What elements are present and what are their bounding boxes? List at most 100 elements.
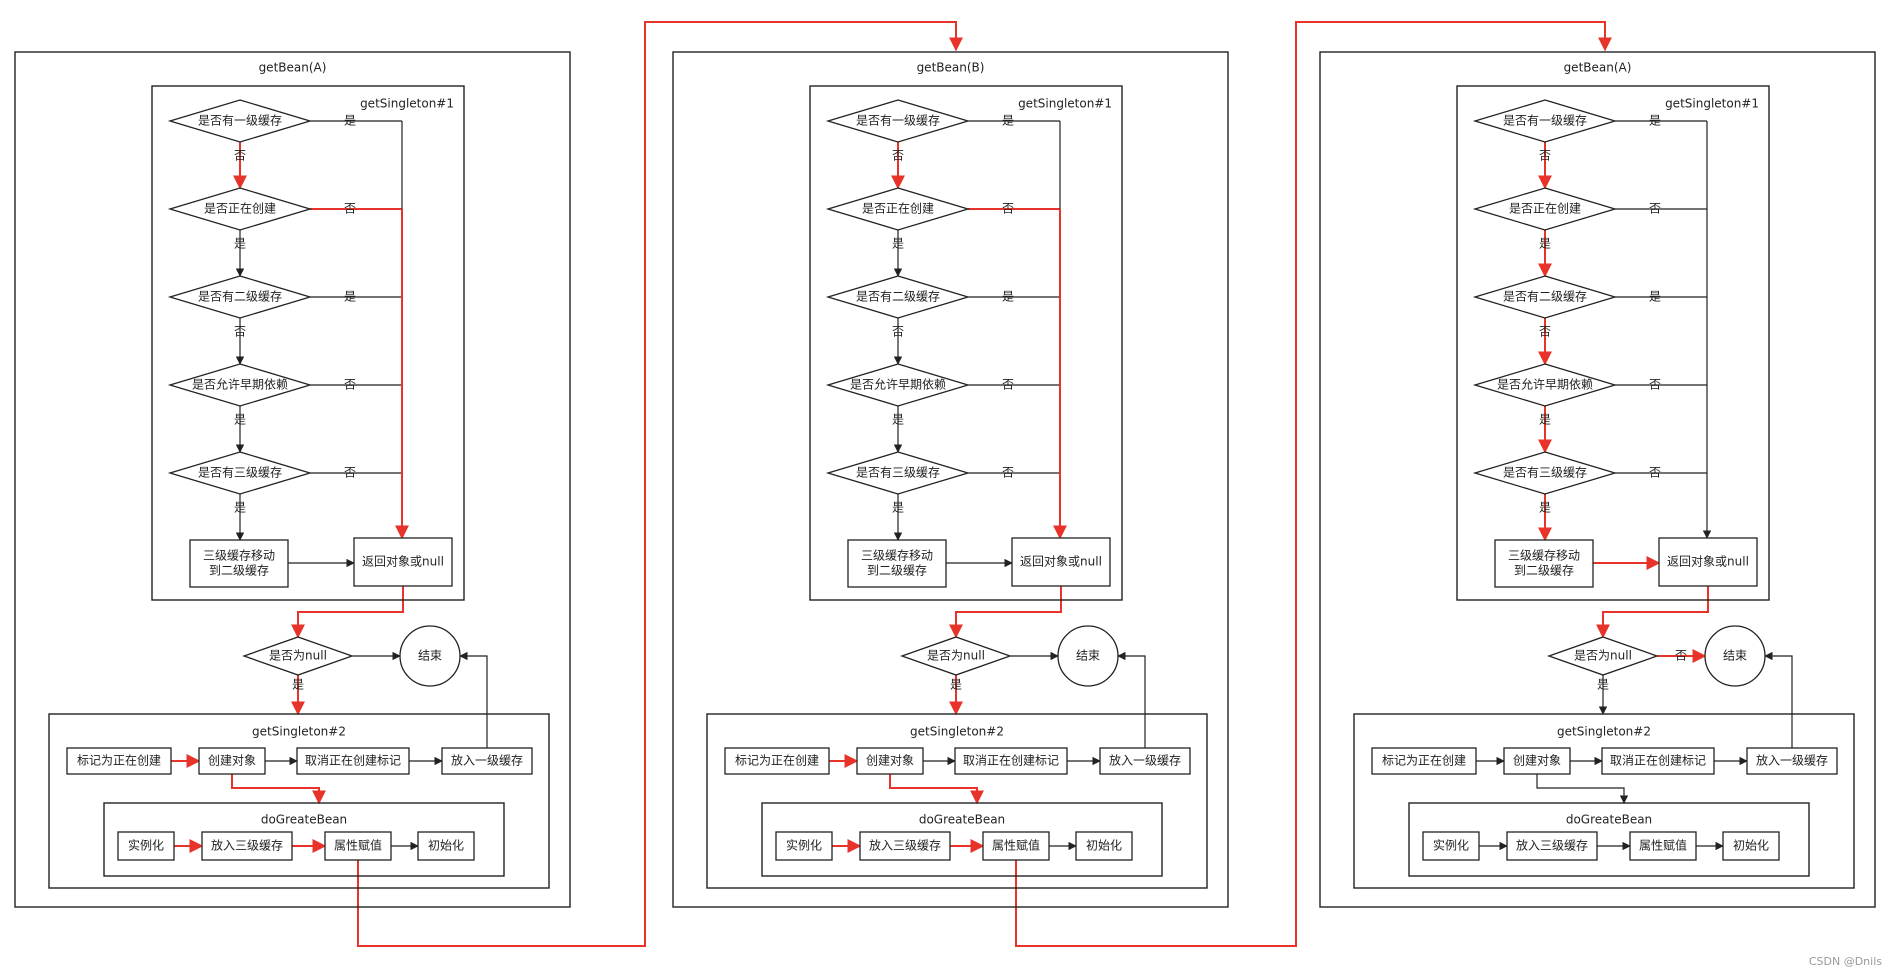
docreate-step-1-1 (117, 831, 175, 861)
decision-label-2-4: 是否允许早期依赖 (850, 377, 946, 392)
singleton2-step-label-1-2: 创建对象 (208, 754, 256, 768)
singleton2-step-3-3 (1601, 747, 1715, 775)
decision-label-1-3: 是否有二级缓存 (198, 290, 282, 304)
decision-label-3-2: 是否正在创建 (1509, 202, 1581, 216)
docreate-step-1-3 (324, 831, 392, 861)
down-label-2-4: 是 (892, 413, 904, 427)
docreate-step-label-1-2: 放入三级缓存 (211, 838, 283, 853)
docreate-step-2-2 (859, 831, 951, 861)
shape-layer: getBean(A)getSingleton#1是否否是是否否是否是是否有一级缓… (14, 51, 1876, 908)
branch-label-3-2: 否 (1649, 202, 1661, 216)
singleton2-to-end-arrow-3 (1764, 651, 1793, 748)
decision-diamond-1-4 (167, 363, 313, 407)
branch-label-2-4: 否 (1002, 378, 1014, 392)
down-label-1-1: 否 (234, 149, 246, 163)
null-check-diamond-2 (900, 636, 1012, 676)
decision-diamond-2-2 (825, 187, 971, 231)
singleton2-frame-2 (706, 713, 1208, 889)
decision-label-1-2: 是否正在创建 (204, 202, 276, 216)
decision-diamond-3-1 (1472, 99, 1618, 143)
docreate-step-label-3-2: 放入三级缓存 (1516, 838, 1588, 853)
create-to-docreate-arrow-3 (1536, 774, 1629, 804)
getbean-panel-2 (672, 51, 1229, 908)
down-label-1-2: 是 (234, 237, 246, 251)
decision-diamond-1-5 (167, 451, 313, 495)
docreate-step-2-1 (775, 831, 833, 861)
end-circle-1 (399, 625, 461, 687)
singleton2-step-1-1 (66, 747, 172, 775)
decision-label-3-1: 是否有一级缓存 (1503, 114, 1587, 128)
singleton2-title-1: getSingleton#2 (252, 725, 346, 739)
docreate-step-label-2-1: 实例化 (786, 838, 822, 853)
docreate-step-3-1 (1422, 831, 1480, 861)
docreate-title-2: doGreateBean (919, 813, 1005, 827)
docreate-title-3: doGreateBean (1566, 813, 1652, 827)
return-to-null-arrow-3 (1596, 586, 1709, 639)
singleton2-step-2-4 (1099, 747, 1191, 775)
create-to-docreate-arrow-1 (231, 774, 326, 805)
connector-layer (171, 21, 1793, 947)
singleton2-step-label-3-2: 创建对象 (1513, 754, 1561, 768)
singleton1-title-3: getSingleton#1 (1665, 97, 1759, 111)
docreate-step-label-3-4: 初始化 (1733, 839, 1769, 853)
move-box-1 (189, 539, 289, 588)
move-box-line2-1: 到二级缓存 (209, 564, 269, 578)
panel-title-2: getBean(B) (917, 61, 985, 75)
decision-diamond-3-3 (1472, 275, 1618, 319)
docreate-title-1: doGreateBean (261, 813, 347, 827)
singleton2-step-label-2-2: 创建对象 (866, 754, 914, 768)
return-box-label-1: 返回对象或null (362, 555, 444, 569)
return-box-1 (353, 537, 453, 587)
branch-label-1-1: 是 (344, 114, 356, 128)
getbean-panel-1 (14, 51, 571, 908)
decision-label-2-2: 是否正在创建 (862, 202, 934, 216)
decision-label-3-5: 是否有三级缓存 (1503, 466, 1587, 480)
decision-diamond-3-5 (1472, 451, 1618, 495)
decision-label-2-3: 是否有二级缓存 (856, 290, 940, 304)
decision-label-2-1: 是否有一级缓存 (856, 114, 940, 128)
branch-label-2-3: 是 (1002, 290, 1014, 304)
move-box-line1-2: 三级缓存移动 (861, 549, 933, 563)
move-box-2 (847, 539, 947, 588)
decision-diamond-1-2 (167, 187, 313, 231)
singleton2-step-2-3 (954, 747, 1068, 775)
singleton2-frame-3 (1353, 713, 1855, 889)
docreate-step-label-1-1: 实例化 (128, 838, 164, 853)
decision-label-1-1: 是否有一级缓存 (198, 114, 282, 128)
null-yes-label-1: 是 (292, 678, 304, 692)
docreate-step-label-3-3: 属性赋值 (1639, 838, 1687, 853)
singleton2-step-2-2 (856, 747, 924, 775)
down-label-2-1: 否 (892, 149, 904, 163)
cross-panel-connector-2 (1015, 21, 1612, 947)
down-label-1-5: 是 (234, 501, 246, 515)
branch-label-2-1: 是 (1002, 114, 1014, 128)
decision-diamond-3-4 (1472, 363, 1618, 407)
singleton2-title-3: getSingleton#2 (1557, 725, 1651, 739)
branch-label-2-5: 否 (1002, 466, 1014, 480)
down-label-3-1: 否 (1539, 149, 1551, 163)
decision-diamond-3-2 (1472, 187, 1618, 231)
return-to-null-arrow-2 (949, 586, 1062, 639)
end-label-1: 结束 (418, 649, 442, 663)
return-box-2 (1011, 537, 1111, 587)
docreate-step-label-3-1: 实例化 (1433, 838, 1469, 853)
down-label-2-2: 是 (892, 237, 904, 251)
down-label-2-3: 否 (892, 325, 904, 339)
branch-label-1-4: 否 (344, 378, 356, 392)
down-label-3-5: 是 (1539, 501, 1551, 515)
return-box-label-3: 返回对象或null (1667, 555, 1749, 569)
singleton2-step-3-1 (1371, 747, 1477, 775)
branch-label-1-5: 否 (344, 466, 356, 480)
branch-label-3-5: 否 (1649, 466, 1661, 480)
branch-label-3-4: 否 (1649, 378, 1661, 392)
branch-label-3-3: 是 (1649, 290, 1661, 304)
move-box-line1-1: 三级缓存移动 (203, 549, 275, 563)
singleton2-step-1-4 (441, 747, 533, 775)
docreate-frame-2 (761, 802, 1163, 877)
singleton2-step-1-2 (198, 747, 266, 775)
null-no-label-3: 否 (1675, 649, 1687, 663)
getbean-panel-3 (1319, 51, 1876, 908)
null-check-label-3: 是否为null (1574, 649, 1632, 663)
end-circle-2 (1057, 625, 1119, 687)
singleton2-step-label-2-3: 取消正在创建标记 (963, 754, 1059, 768)
